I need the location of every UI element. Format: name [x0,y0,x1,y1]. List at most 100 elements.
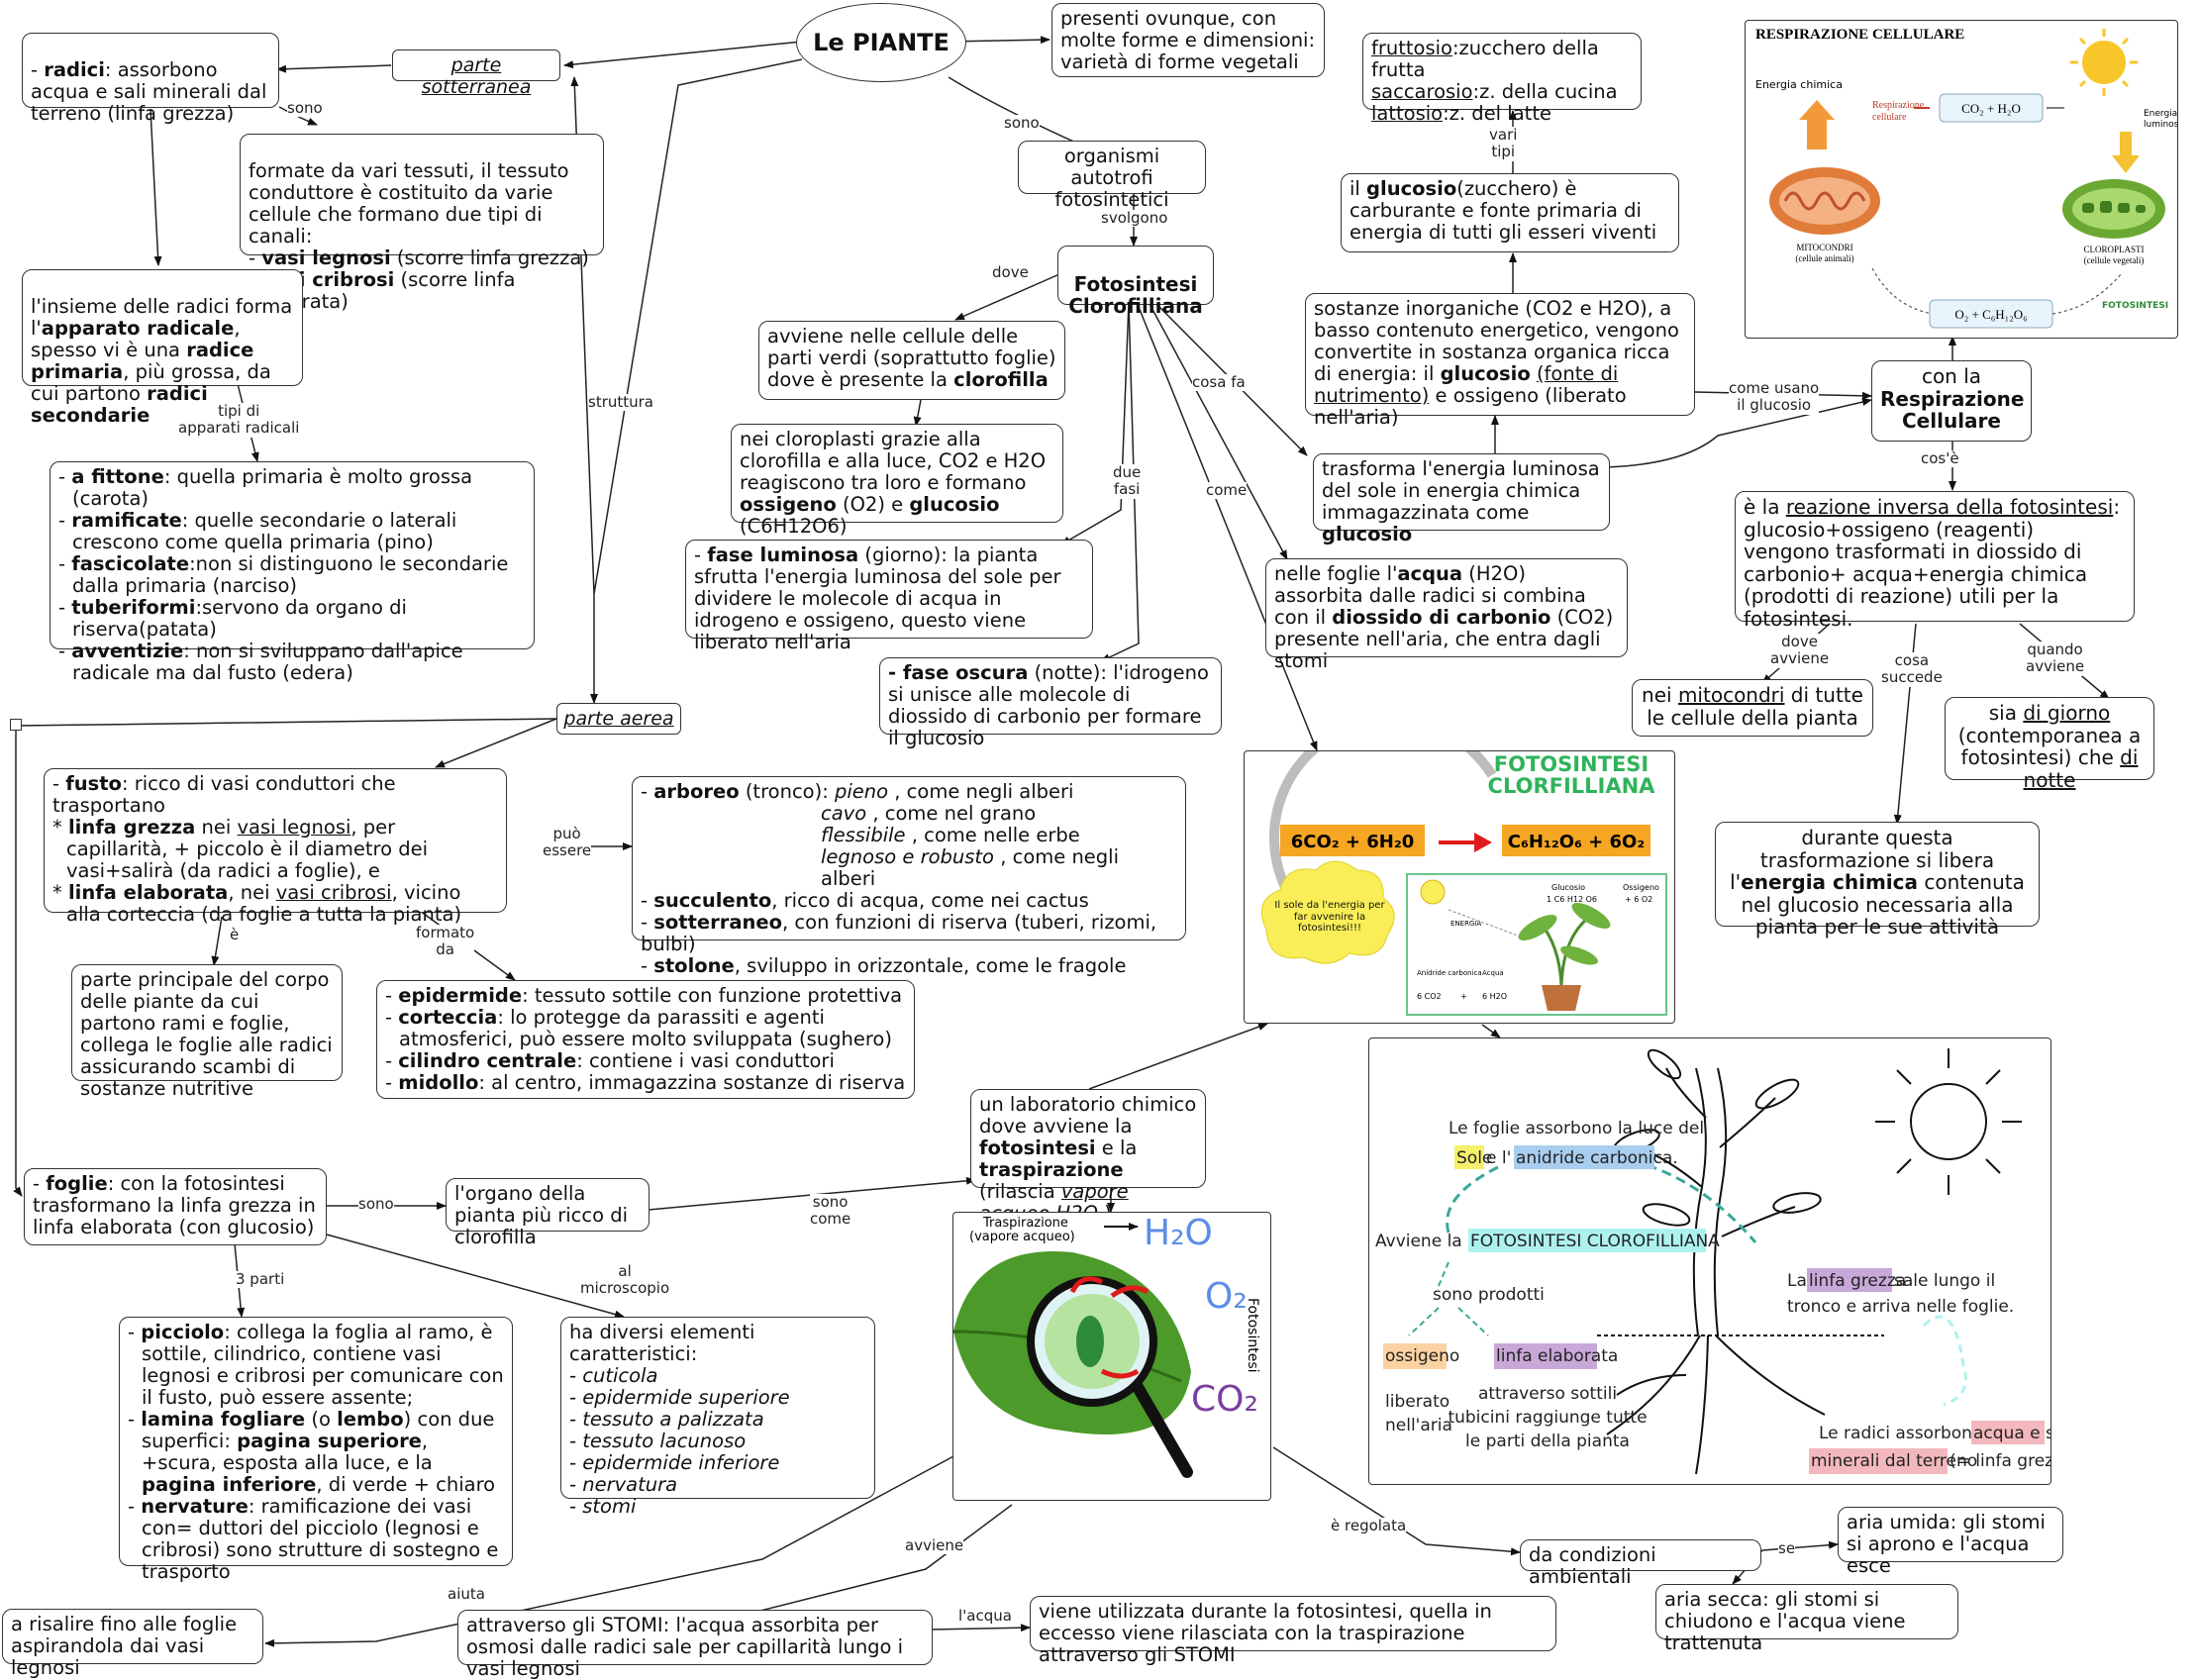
foglie-bold: foglie [46,1172,108,1195]
node-organismi[interactable]: organismi autotrofi fotosintetici [1018,141,1206,211]
node-parti-foglia[interactable]: - picciolo: collega la foglia al ramo, è… [119,1317,513,1583]
node-foglie-acqua[interactable]: nelle foglie l'acqua (H2O) assorbita dal… [1265,558,1628,672]
link-label-svolgono: svolgono [1101,209,1168,228]
node-avviene-cellule[interactable]: avviene nelle cellule delle parti verdi … [758,321,1065,400]
node-aria-secca[interactable]: aria secca: gli stomi si chiudono e l'ac… [1655,1584,1958,1654]
trasp-img-co2: CO₂ [1191,1379,1258,1420]
node-fusto[interactable]: - fusto: ricco di vasi conduttori che tr… [44,768,507,926]
node-stomi[interactable]: attraverso gli STOMI: l'acqua assorbita … [457,1610,933,1680]
node-glucosio-carburante[interactable]: il glucosio(zucchero) è carburante e fon… [1341,173,1679,252]
inversa-u1: reazione inversa della fotosintesi [1785,495,2114,519]
link-label-tre-parti: 3 parti [236,1270,285,1289]
pianta-ossigeno: ossigeno [1385,1346,1459,1366]
mito-p2: di tutte le cellule della pianta [1647,683,1863,730]
pianta-avviene: Avviene la [1375,1232,1462,1251]
image-traspirazione: Traspirazione(vapore acqueo) H₂O O₂ CO₂ … [952,1212,1271,1501]
foto-img-prodotti: C₆H₁₂O₆ + 6O₂ [1508,832,1645,852]
edge-foto-luminosa [1060,301,1130,545]
sostanze-u1: (fonte di nutrimento) [1314,362,1619,408]
giorno-p2: (contemporanea a fotosintesi) che [1957,723,2142,770]
node-tessuti[interactable]: formate da vari tessuti, il tessuto cond… [240,134,604,313]
node-fotosintesi-title[interactable]: Fotosintesi Clorofilliana [1057,246,1214,317]
cloro-p3: (C6H12O6) [740,515,848,539]
node-fase-oscura[interactable]: - fase oscura (notte): l'idrogeno si uni… [879,657,1222,749]
pianta-e: e l' [1486,1148,1511,1168]
image-respirazione-cellulare: RESPIRAZIONE CELLULARE Energia chimica R… [1745,20,2178,339]
edge-foto-acqua [1148,301,1288,560]
node-fase-luminosa[interactable]: - fase luminosa (giorno): la pianta sfru… [685,540,1093,653]
parte-foglia-item: - nervature: ramificazione dei vasi con=… [128,1495,499,1584]
edge-trasp-stomi [732,1504,1013,1620]
luminosa-text: (giorno): la pianta sfrutta l'energia lu… [694,544,1061,654]
node-sostanze[interactable]: sostanze inorganiche (CO2 e H2O), a bass… [1305,293,1695,429]
edge-foglie-micro [326,1234,625,1319]
node-trasforma[interactable]: trasforma l'energia luminosa del sole in… [1313,453,1610,545]
foglie-text: : con la fotosintesi trasformano la linf… [33,1172,316,1239]
node-reazione-inversa[interactable]: è la reazione inversa della fotosintesi:… [1735,491,2135,630]
lab-b1: fotosintesi [979,1136,1096,1160]
link-label-cosa-succede: cosa succede [1881,651,1943,687]
pianta-sole: Sole [1456,1148,1492,1168]
apparato-p1: l'insieme delle radici forma l' [31,295,293,341]
microscopio-item: - tessuto a palizzata [569,1408,764,1432]
node-laboratorio[interactable]: un laboratorio chimico dove avviene la f… [970,1089,1206,1225]
avviene-b1: clorofilla [953,368,1049,392]
collapse-handle[interactable] [10,719,22,731]
node-fusto-tipi[interactable]: - arboreo (tronco): pieno , come negli a… [632,776,1186,977]
node-parte-principale[interactable]: parte principale del corpo delle piante … [71,964,343,1100]
node-energia-chimica[interactable]: durante questa trasformazione si libera … [1715,822,2040,939]
trasforma-p1: trasforma l'energia luminosa del sole in… [1322,457,1600,525]
node-cloroplasti[interactable]: nei cloroplasti grazie alla clorofilla e… [731,424,1063,538]
pianta-radici: Le radici assorbono [1819,1424,1982,1443]
node-microscopio[interactable]: ha diversi elementi caratteristici: - cu… [560,1317,875,1518]
node-radici[interactable]: - radici: assorbono acqua e sali mineral… [22,33,279,125]
node-aria-umida[interactable]: aria umida: gli stomi si aprono e l'acqu… [1838,1507,2063,1577]
red-arrow-icon [1439,833,1492,852]
edge-root-sotterranea [563,41,803,69]
apparato-p2: , spesso vi è una [31,317,241,362]
fusto-linfa-grezza: * linfa grezza nei vasi legnosi, per cap… [52,816,429,883]
node-mitocondri[interactable]: nei mitocondri di tutte le cellule della… [1632,679,1873,737]
resp-img-o2-glucose: O₂ + C₆H₁₂O₆ [1954,307,2027,322]
topic-parte-sotterranea[interactable]: parte sotterranea [392,49,560,98]
node-tessuti-fusto[interactable]: - epidermide: tessuto sottile con funzio… [376,980,915,1099]
node-organo-clorofilla[interactable]: l'organo della pianta più ricco di cloro… [446,1178,650,1248]
mitochondrion-icon [1769,167,1880,235]
topic-parte-aerea[interactable]: parte aerea [556,703,681,735]
root-node[interactable]: Le PIANTE [796,3,966,82]
lab-b2: traspirazione [979,1158,1124,1182]
node-giorno-notte[interactable]: sia di giorno (contemporanea a fotosinte… [1945,697,2154,791]
pianta-fotosintesi: FOTOSINTESI CLOROFILLIANA [1470,1232,1720,1251]
fusto-tipo-flessibile: flessibile , come nelle erbe [821,824,1080,847]
edge-fusto-parte [211,916,223,966]
edge-foto-image [1136,301,1318,751]
energia-p1: durante questa trasformazione si libera … [1730,826,1995,895]
carb-p2: (zucchero) è carburante e fonte primaria… [1350,177,1657,245]
node-risalire[interactable]: a risalire fino alle foglie aspirandola … [2,1609,263,1679]
node-tipi-radici[interactable]: - a fittone: quella primaria è molto gro… [50,461,535,684]
node-presenti[interactable]: presenti ovunque, con molte forme e dime… [1051,3,1325,77]
node-utilizzata[interactable]: viene utilizzata durante la fotosintesi,… [1030,1596,1556,1666]
fusto-tipo-cavo: cavo , come nel grano [821,802,1037,826]
lab-p1: un laboratorio chimico dove avviene la [979,1093,1197,1138]
node-condizioni[interactable]: da condizioni ambientali [1520,1539,1761,1588]
node-foglie[interactable]: - foglie: con la fotosintesi trasformano… [24,1168,327,1245]
apparato-p3: , più grossa, da cui partono [31,360,271,406]
image-pianta-disegno: Le foglie assorbono la luce del Sole e l… [1368,1038,2051,1485]
cloro-p2: (O2) e [836,493,910,517]
cloro-p1: nei cloroplasti grazie alla clorofilla e… [740,428,1047,495]
foto-img-cloud-text: Il sole da l'energia per far avvenire la… [1274,900,1385,934]
link-label-sono: sono [1004,114,1040,133]
node-zuccheri[interactable]: fruttosio:zucchero della frutta saccaros… [1362,33,1642,125]
resp-img-mitocondri: MITOCONDRI(cellule animali) [1795,243,1853,263]
orange-arrow-icon [1799,100,1835,149]
apparato-b3: radici secondarie [31,382,208,428]
link-label-vari-tipi: vari tipi [1489,126,1518,161]
link-label-cose: cos'è [1921,449,1959,468]
edge-sotterranea-radici [276,64,392,73]
swoosh-decoration [1269,751,1497,903]
foto-img-title1: FOTOSINTESI [1494,752,1650,776]
node-apparato-radicale[interactable]: l'insieme delle radici forma l'apparato … [22,269,303,427]
